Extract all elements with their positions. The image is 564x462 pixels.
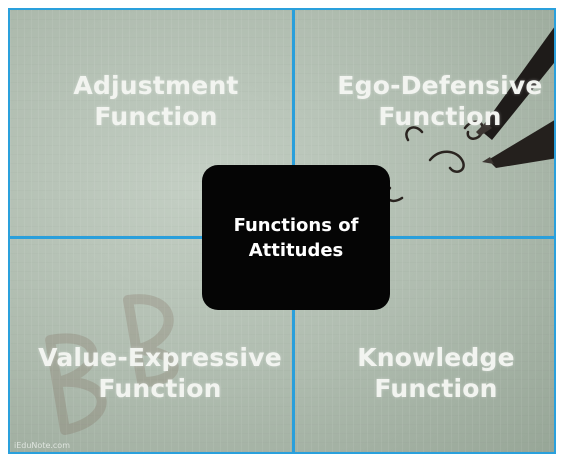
photo-decoration	[45, 27, 554, 435]
ego-defensive-function-label: Ego-Defensive Function	[337, 71, 543, 131]
source-credit: iEduNote.com	[14, 441, 70, 450]
value-expressive-function-label: Value-Expressive Function	[38, 343, 282, 403]
knowledge-function-label: Knowledge Function	[357, 343, 515, 403]
diagram-frame: Adjustment Function Ego-Defensive Functi…	[8, 8, 556, 454]
adjustment-function-label: Adjustment Function	[73, 71, 239, 131]
center-title-line-2: Attitudes	[248, 239, 344, 261]
center-title-line-1: Functions of	[233, 214, 359, 236]
center-title-box: Functions of Attitudes	[202, 165, 390, 310]
